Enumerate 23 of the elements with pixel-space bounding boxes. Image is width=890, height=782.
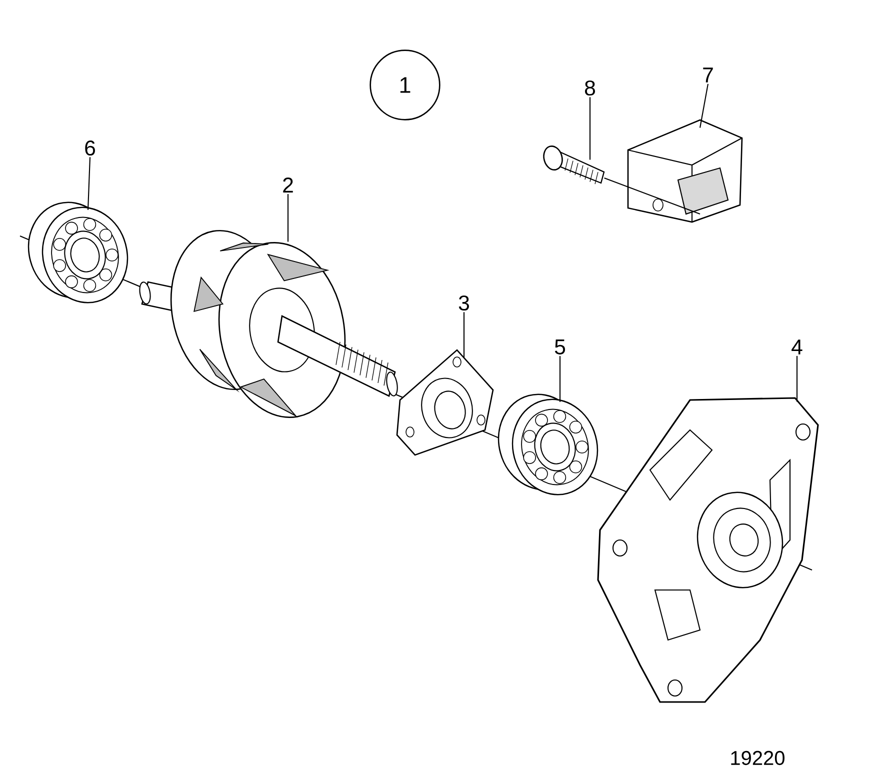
leader-line — [559, 356, 561, 402]
plate-drawing — [396, 349, 494, 456]
center-line — [604, 178, 700, 214]
drawing-number: 19220 — [731, 750, 784, 766]
housing-drawing — [597, 397, 819, 703]
leader-line — [87, 157, 91, 210]
regulator-drawing — [627, 119, 743, 223]
bearing-drawing — [498, 394, 598, 496]
screw-drawing — [543, 146, 605, 184]
bearing-drawing — [28, 202, 128, 304]
callout-number: 4 — [792, 340, 802, 354]
leader-line — [463, 312, 465, 358]
rotor-drawing — [139, 230, 398, 418]
callout-number: 2 — [283, 178, 293, 192]
leader-line — [796, 356, 798, 402]
leader-line — [287, 194, 289, 242]
callout-number: 7 — [703, 68, 713, 82]
callout-number: 5 — [554, 340, 566, 354]
leader-line — [589, 97, 591, 160]
leader-line — [699, 84, 709, 128]
callout-number: 6 — [85, 140, 95, 156]
callout-number: 8 — [585, 80, 595, 96]
callout-number: 3 — [458, 295, 469, 311]
